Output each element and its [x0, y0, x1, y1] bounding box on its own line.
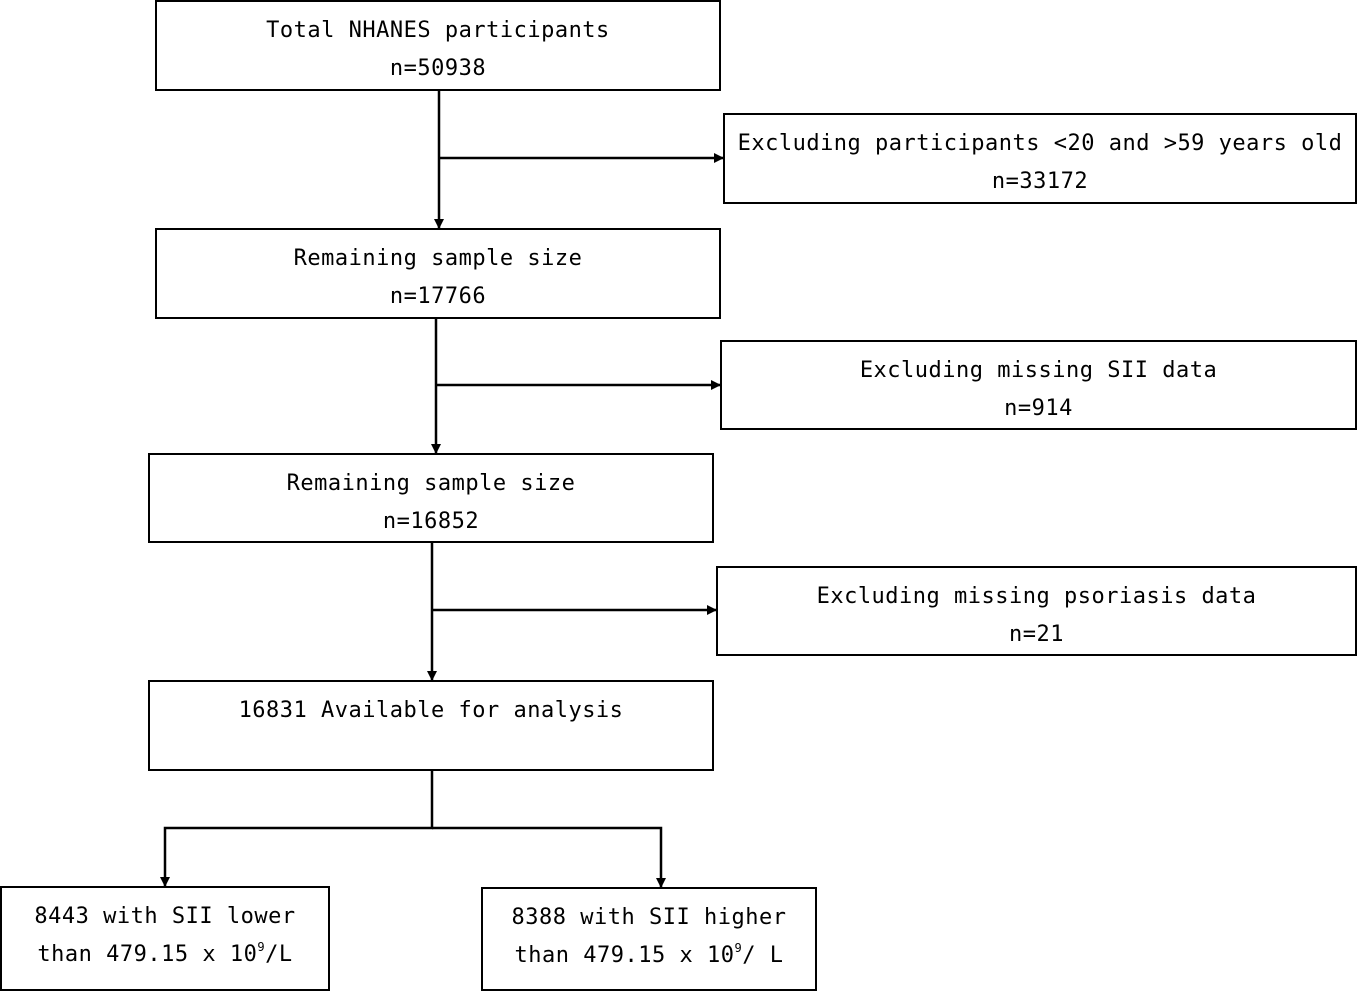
- split-connector: [160, 770, 434, 887]
- sii-higher-line-1: 8388 with SII higher: [511, 905, 787, 930]
- available-analysis-label: 16831 Available for analysis: [238, 698, 624, 723]
- sii-higher-exponent: 9: [734, 941, 743, 955]
- split-connector-right: [432, 826, 666, 888]
- remaining-sample-label-2: Remaining sample size: [286, 471, 576, 496]
- exclude-psoriasis-count: n=21: [1009, 622, 1064, 647]
- sii-higher-group-box: 8388 with SII higher than 479.15 x 109/ …: [481, 887, 817, 991]
- sii-lower-line-1: 8443 with SII lower: [34, 904, 296, 929]
- sii-lower-threshold-text: than 479.15 x 10: [37, 942, 258, 967]
- remaining-sample-box-2: Remaining sample size n=16852: [148, 453, 714, 543]
- exclude-age-count: n=33172: [991, 169, 1089, 194]
- remaining-sample-label-1: Remaining sample size: [293, 246, 583, 271]
- sii-lower-line-2: than 479.15 x 109/L: [2, 936, 328, 974]
- total-participants-count: n=50938: [389, 56, 487, 81]
- sii-lower-unit: /L: [265, 942, 293, 967]
- remaining-sample-count-1: n=17766: [389, 284, 487, 309]
- remaining-sample-count-2: n=16852: [382, 509, 480, 534]
- exclude-sii-label: Excluding missing SII data: [859, 358, 1218, 383]
- total-participants-label: Total NHANES participants: [266, 18, 610, 43]
- exclude-sii-box: Excluding missing SII data n=914: [720, 340, 1357, 430]
- total-participants-box: Total NHANES participants n=50938: [155, 0, 721, 91]
- sii-lower-exponent: 9: [257, 940, 266, 954]
- exclude-psoriasis-label: Excluding missing psoriasis data: [816, 584, 1257, 609]
- exclude-age-label: Excluding participants <20 and >59 years…: [737, 131, 1343, 156]
- sii-higher-line-2: than 479.15 x 109/ L: [483, 937, 815, 975]
- sii-higher-threshold-text: than 479.15 x 10: [514, 943, 735, 968]
- exclude-sii-count: n=914: [1004, 396, 1073, 421]
- sii-lower-group-box: 8443 with SII lower than 479.15 x 109/L: [0, 886, 330, 991]
- exclude-age-box: Excluding participants <20 and >59 years…: [723, 113, 1357, 204]
- sii-higher-unit: / L: [742, 943, 784, 968]
- exclude-psoriasis-box: Excluding missing psoriasis data n=21: [716, 566, 1357, 656]
- available-analysis-box: 16831 Available for analysis: [148, 680, 714, 771]
- remaining-sample-box-1: Remaining sample size n=17766: [155, 228, 721, 319]
